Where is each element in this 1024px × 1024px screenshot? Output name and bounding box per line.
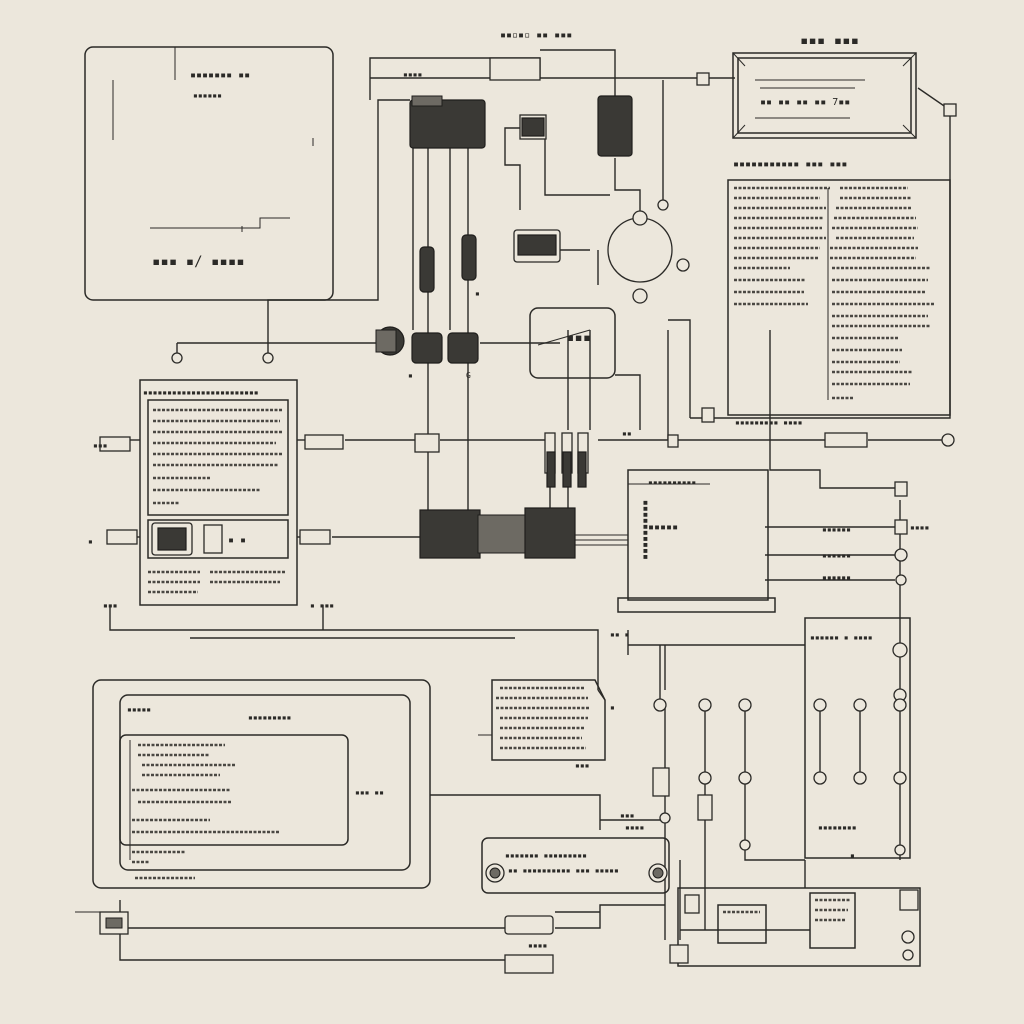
right-control-panel: ▪▪▪▪▪▪ ▪ ▪▪▪▪ ▪▪▪▪▪▪▪▪ ▪	[804, 617, 911, 860]
spec-title: ▪▪▪▪▪▪▪▪▪▪▪ ▪▪▪ ▪▪▪	[733, 159, 847, 170]
svg-text:▪: ▪	[850, 851, 855, 860]
bottom-right-enclosure	[669, 887, 921, 967]
fader-5	[853, 698, 867, 785]
top-right-title: ▪▪▪ ▪▪▪	[800, 33, 859, 49]
fader-6	[893, 771, 907, 785]
bar-label: ▪▪ ▪▪▪▪▪▪▪▪▪▪ ▪▪▪ ▪▪▪▪▪	[508, 866, 619, 875]
panel-a-screen: ▪▪▪▪▪▪▪ ▪▪ ▪▪▪▪▪▪ ▪▪▪ ▪/ ▪▪▪▪	[84, 46, 334, 301]
svg-text:▪▪▪▪: ▪▪▪▪	[403, 70, 422, 79]
top-right-display: ▪▪▪ ▪▪▪ ▪▪ ▪▪ ▪▪ ▪▪ 7▪▪	[732, 33, 957, 139]
lower-left-sub: ▪▪▪▪▪▪▪▪▪	[248, 713, 291, 722]
panel-a-label-3: ▪▪▪ ▪/ ▪▪▪▪	[152, 254, 245, 270]
svg-text:▪: ▪	[475, 289, 480, 298]
svg-text:▪: ▪	[88, 537, 93, 546]
svg-text:▪▪▪▪▪▪▪▪▪▪: ▪▪▪▪▪▪▪▪▪▪	[648, 478, 696, 487]
right-panel-foot: ▪▪▪▪▪▪▪▪	[818, 823, 857, 832]
note-card: ▪▪▪ ▪	[478, 679, 615, 770]
top-center-label: ▪▪▫▪▫ ▪▪ ▪▪▪	[500, 30, 572, 41]
display-readout: ▪▪ ▪▪ ▪▪ ▪▪ 7▪▪	[760, 97, 850, 108]
svg-text:▪▪▪▪: ▪▪▪▪	[910, 523, 929, 532]
center-module: ▪▪▪▪▪▪▪▪▪▪ ▪▪▪▪▪ ▪▪▪▪▪▪▪▪▪▪ ▪▪ ▪	[610, 469, 776, 639]
svg-text:▪▪: ▪▪	[622, 429, 632, 438]
terminal-bar: ▪▪▪▪▪▪▪ ▪▪▪▪▪▪▪▪▪ ▪▪ ▪▪▪▪▪▪▪▪▪▪ ▪▪▪ ▪▪▪▪…	[481, 837, 670, 894]
bottom-tag-label: ▪ ▪▪▪	[310, 601, 334, 610]
small-g-label: G	[466, 371, 471, 380]
svg-text:▪ ▪: ▪ ▪	[228, 535, 246, 546]
lower-left-panel: ▪▪▪▪▪ ▪▪▪▪▪▪▪▪▪ ▪▪▪ ▪▪	[92, 679, 431, 889]
module-label: ▪▪▪▪▪	[648, 522, 678, 533]
center-box-label: ▪▪▪▪▪▪▪▪▪▪	[640, 500, 651, 560]
card-title: ▪▪▪▪▪▪▪ ▪▪▪▪▪▪▪▪▪	[505, 851, 587, 860]
panel-a-label-2: ▪▪▪▪▪▪	[193, 91, 222, 100]
svg-text:▪▪▪: ▪▪▪	[566, 330, 591, 346]
svg-text:▪▪▪▪▪▪▪▪▪▪▪▪▪▪▪▪▪▪▪▪▪▪▪▪: ▪▪▪▪▪▪▪▪▪▪▪▪▪▪▪▪▪▪▪▪▪▪▪▪	[143, 388, 259, 397]
panel-a-label-1: ▪▪▪▪▪▪▪ ▪▪	[190, 70, 250, 81]
side-tag-1	[99, 436, 131, 452]
bottom-small-parts: ▪▪▪▪	[75, 911, 554, 974]
top-center-components: ▪▪▫▪▫ ▪▪ ▪▪▪ ▪▪▪▪ ▪	[403, 30, 710, 304]
svg-text:▪▪▪▪▪▪: ▪▪▪▪▪▪	[822, 525, 851, 534]
svg-text:▪▪▪▪▪▪▪▪▪ ▪▪▪▪: ▪▪▪▪▪▪▪▪▪ ▪▪▪▪	[735, 418, 802, 427]
svg-text:▪▪▪▪▪▪: ▪▪▪▪▪▪	[822, 551, 851, 560]
lower-left-title: ▪▪▪▪▪	[127, 705, 151, 714]
right-panel-label: ▪▪▪▪▪▪ ▪ ▪▪▪▪	[810, 633, 873, 642]
svg-text:▪▪▪: ▪▪▪	[103, 601, 117, 610]
svg-text:▪▪▪▪▪▪: ▪▪▪▪▪▪	[822, 573, 851, 582]
relay-block-1	[409, 99, 486, 149]
instrument-panel: ▪▪▪▪▪▪▪▪▪▪▪▪▪▪▪▪▪▪▪▪▪▪▪▪ ▪ ▪ ▪▪▪ ▪ ▪▪▪ ▪…	[88, 379, 344, 610]
lower-left-side: ▪▪▪ ▪▪	[355, 788, 384, 797]
relay-block-2	[597, 95, 633, 157]
svg-text:▪▪▪: ▪▪▪	[575, 761, 589, 770]
side-tag-label: ▪▪▪	[93, 441, 107, 450]
right-terminals: ▪▪▪▪▪▪ ▪▪▪▪▪▪ ▪▪▪▪▪▪ ▪▪▪▪	[667, 407, 955, 586]
fader-row: ▪▪▪ ▪▪▪▪	[620, 698, 907, 851]
svg-text:▪▪▪: ▪▪▪	[620, 811, 634, 820]
center-tag-box: ▪▪▪	[529, 307, 616, 379]
motor-circle	[607, 217, 673, 283]
small-n-label: ▪▪▪▪	[528, 941, 547, 950]
spec-text-block: ▪▪▪▪▪▪▪▪▪▪▪ ▪▪▪ ▪▪▪ ▪▪▪▪▪▪▪▪▪ ▪▪▪▪	[727, 159, 951, 427]
fader-3	[738, 698, 752, 851]
fader-4	[813, 698, 827, 785]
fader-2	[697, 698, 713, 821]
svg-text:▪▪ ▪: ▪▪ ▪	[610, 630, 629, 639]
svg-text:▪: ▪	[408, 371, 413, 380]
svg-text:▪: ▪	[610, 703, 615, 712]
svg-text:▪▪▪▪: ▪▪▪▪	[625, 823, 644, 832]
fader-1	[652, 698, 670, 797]
main-connector: ▪▪	[414, 429, 632, 559]
bus-connectors: ▪ G	[171, 326, 479, 380]
